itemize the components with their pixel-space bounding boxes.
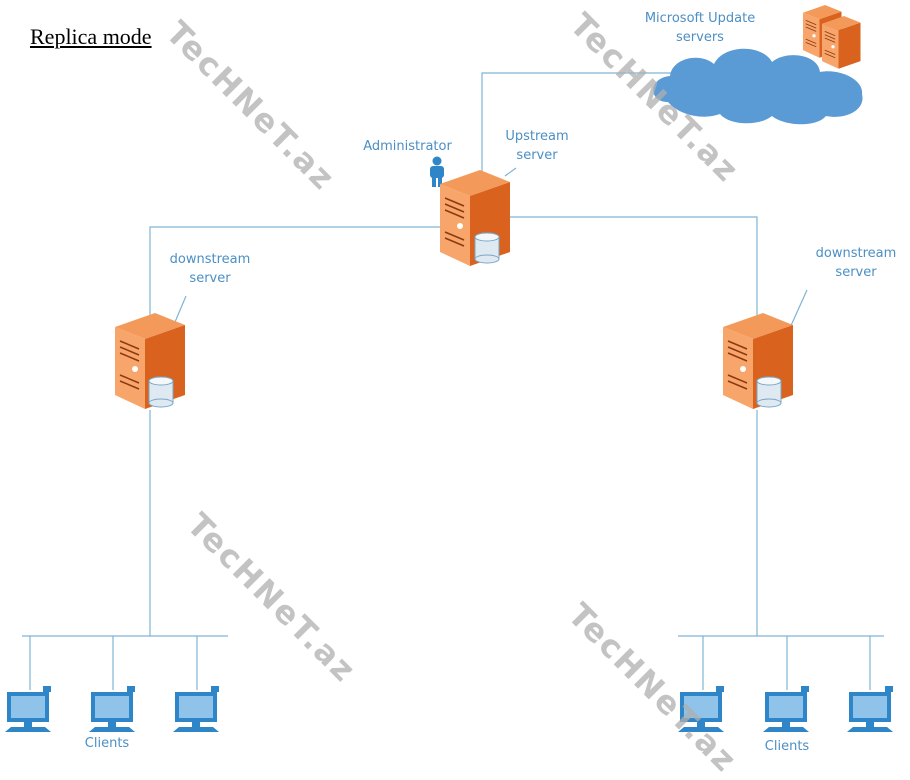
downstream-right-label-line2: server bbox=[835, 265, 877, 280]
microsoft-update-server-icon bbox=[802, 4, 861, 70]
client-computer-icon bbox=[5, 686, 51, 732]
downstream-server-left-icon bbox=[114, 312, 186, 410]
administrator-label: Administrator bbox=[363, 139, 452, 154]
upstream-server-icon bbox=[439, 169, 511, 267]
clients-right-label: Clients bbox=[764, 739, 810, 754]
upstream-server-label: Upstream server bbox=[497, 127, 577, 165]
upstream-label-line1: Upstream bbox=[505, 129, 569, 144]
administrator-person-icon bbox=[430, 156, 444, 187]
downstream-server-right-label: downstream server bbox=[806, 244, 906, 282]
microsoft-update-label-line1: Microsoft Update bbox=[644, 11, 756, 26]
diagram-canvas: TecHNeT.az TecHNeT.az TecHNeT.az TecHNeT… bbox=[5, 4, 906, 780]
client-computer-icon bbox=[89, 686, 135, 732]
cloud-icon bbox=[653, 48, 863, 125]
downstream-server-left-label: downstream server bbox=[160, 250, 260, 288]
diagram-title: Replica mode bbox=[30, 24, 152, 49]
client-computer-icon bbox=[847, 686, 893, 732]
downstream-server-right-icon bbox=[722, 312, 794, 410]
downstream-left-label-line2: server bbox=[189, 271, 231, 286]
microsoft-update-label-line2: servers bbox=[676, 30, 724, 45]
downstream-left-label-line1: downstream bbox=[169, 252, 251, 267]
microsoft-update-label: Microsoft Update servers bbox=[640, 9, 760, 47]
upstream-label-line2: server bbox=[516, 148, 558, 163]
client-computer-icon bbox=[763, 686, 809, 732]
clients-left-label: Clients bbox=[84, 736, 130, 751]
downstream-right-label-line1: downstream bbox=[815, 246, 897, 261]
network-diagram bbox=[5, 4, 893, 732]
client-computer-icon bbox=[173, 686, 219, 732]
